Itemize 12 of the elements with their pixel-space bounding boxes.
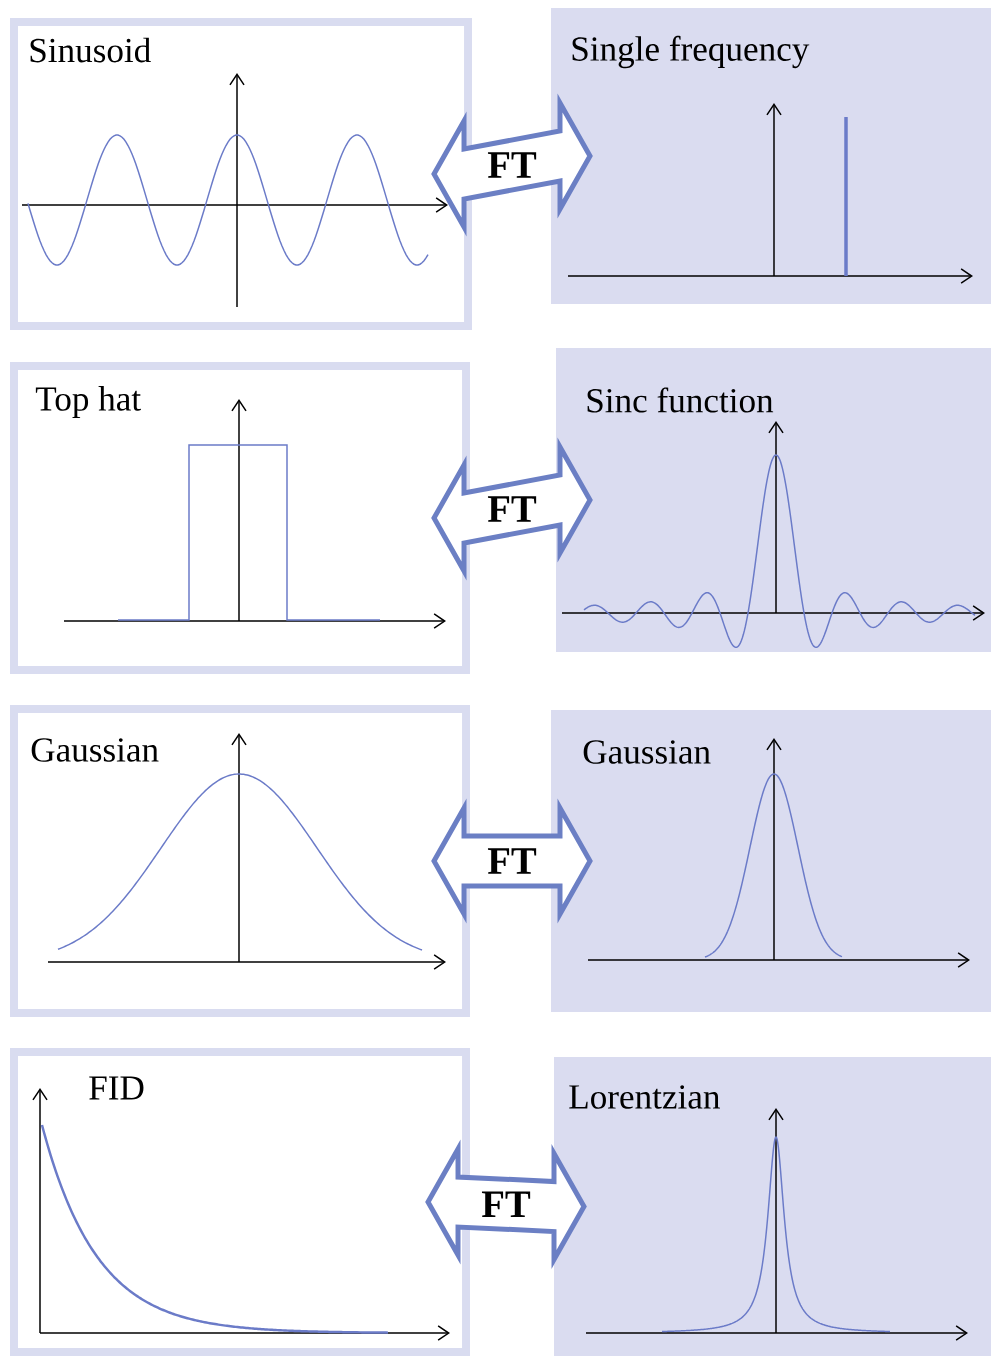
edge-label: FT <box>486 847 538 875</box>
panel: Single frequency <box>551 8 991 304</box>
panel: Gaussian <box>551 710 991 1013</box>
panel: Sinusoid <box>10 18 472 330</box>
panel: Gaussian <box>10 705 470 1017</box>
panel: Top hat <box>10 362 470 674</box>
edge-label: FT <box>486 151 538 179</box>
panel: FID <box>10 1048 470 1356</box>
edge-label: FT <box>486 495 538 523</box>
panel: Sinc function <box>556 348 991 653</box>
panel: Lorentzian <box>554 1057 991 1357</box>
edge-label: FT <box>480 1190 532 1219</box>
